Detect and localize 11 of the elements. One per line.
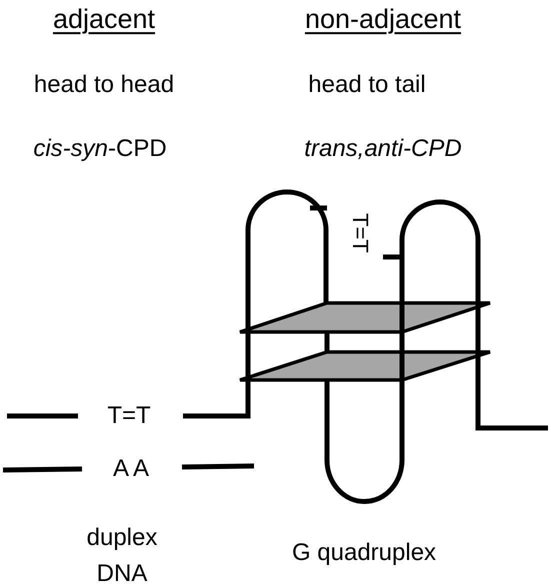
structure-label: G quadruplex (292, 540, 436, 566)
column-heading: non-adjacent (304, 5, 462, 35)
base-pair-label: A A (112, 456, 150, 482)
column-heading: adjacent (52, 5, 156, 35)
dimer-label: T=T (107, 402, 151, 430)
isomer-label: trans,anti-CPD (304, 136, 462, 162)
structure-label: duplex DNA (86, 523, 158, 586)
orientation-label: head to head (34, 72, 174, 98)
isomer-label: cis-syn-CPD (33, 136, 167, 162)
orientation-label: head to tail (308, 72, 426, 98)
dimer-label: T=T (348, 213, 372, 253)
